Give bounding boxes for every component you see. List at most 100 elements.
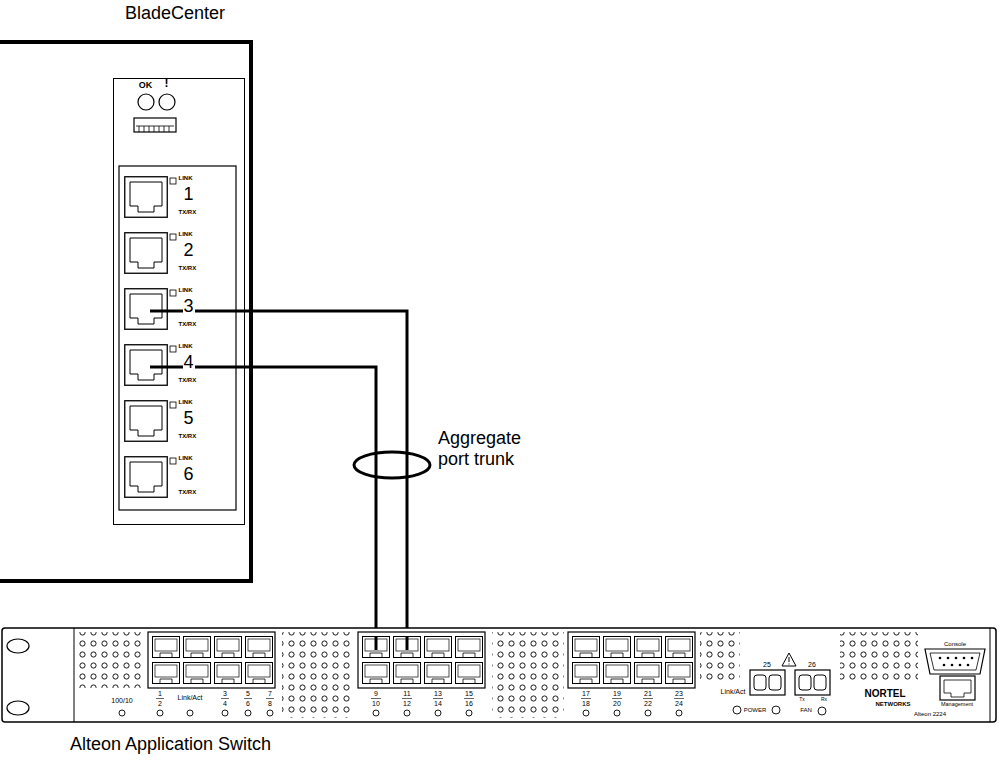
drawing-part (7, 639, 29, 653)
port-label: TX/RX (179, 433, 197, 439)
drawing-part (125, 233, 168, 274)
drawing-part (971, 657, 974, 660)
port-label: LINK (179, 343, 193, 349)
drawing-part (604, 663, 631, 684)
drawing-part (156, 698, 274, 699)
panel-label: 25 (762, 661, 772, 668)
drawing-part (456, 663, 483, 684)
drawing-part (78, 632, 144, 688)
drawing-part (456, 637, 483, 658)
drawing-part (614, 710, 620, 716)
panel-label: NORTEL (863, 689, 906, 699)
drawing-part (358, 632, 485, 688)
drawing-part (170, 346, 176, 352)
warning-symbol (782, 653, 796, 666)
panel-label: NETWORKS (875, 701, 912, 707)
drawing-part (153, 637, 180, 658)
port-label: 5 (183, 409, 195, 427)
panel-label: 13 (433, 690, 443, 697)
panel-label: 6 (245, 700, 251, 707)
port-label: TX/RX (179, 321, 197, 327)
drawing-part (818, 707, 826, 715)
drawing-part (404, 710, 410, 716)
panel-label: Alteon 2224 (913, 711, 947, 717)
drawing-part (604, 637, 631, 658)
drawing-part (814, 675, 826, 690)
drawing-part (394, 637, 421, 658)
drawing-part (363, 637, 390, 658)
module-connector (134, 118, 176, 132)
panel-label: 5 (245, 690, 251, 697)
drawing-part (134, 118, 176, 132)
port-label: OK (139, 81, 153, 90)
drawing-part (246, 663, 273, 684)
module-ports (125, 177, 176, 498)
panel-label: Management (940, 702, 974, 708)
panel-label: 16 (464, 700, 474, 707)
panel-label: 19 (612, 690, 622, 697)
drawing-part (573, 637, 600, 658)
cable-plug (376, 636, 407, 650)
panel-label: Link/Act (177, 694, 204, 701)
drawing-part (406, 636, 409, 650)
drawing-part (74, 628, 990, 722)
drawing-part (157, 710, 163, 716)
module-leds (138, 94, 175, 110)
drawing-part (170, 234, 176, 240)
panel-label: 2 (157, 700, 163, 707)
panel-label: 100/10 (110, 697, 133, 704)
drawing-part (666, 663, 693, 684)
drawing-part (245, 311, 407, 628)
drawing-part (267, 710, 273, 716)
port-label: TX/RX (179, 489, 197, 495)
application-switch: Alteon Application Switch100/1012Link/Ac… (0, 628, 997, 722)
drawing-part (676, 710, 682, 716)
switch-module: OK!LINK1TX/RXLINK2TX/RXLINK3TX/RXLINK4TX… (113, 78, 245, 525)
drawing-part (170, 290, 176, 296)
drawing-part (930, 653, 980, 670)
drawing-part (959, 664, 962, 667)
drawing-part (435, 710, 441, 716)
drawing-part (282, 632, 354, 718)
cable (245, 311, 407, 628)
port-label: ! (165, 77, 169, 89)
panel-label: 15 (464, 690, 474, 697)
port-label: 3 (183, 297, 195, 315)
drawing-part (184, 663, 211, 684)
drawing-part (940, 676, 975, 700)
drawing-part (222, 710, 228, 716)
drawing-part (492, 632, 564, 718)
fault-led (159, 94, 175, 110)
drawing-part (947, 657, 950, 660)
drawing-part (963, 657, 966, 660)
port-label: LINK (179, 399, 193, 405)
panel-label: 9 (373, 690, 379, 697)
drawing-part (153, 663, 180, 684)
blade-chassis: OK!LINK1TX/RXLINK2TX/RXLINK3TX/RXLINK4TX… (0, 40, 253, 583)
drawing-part (184, 637, 211, 658)
drawing-part (772, 706, 780, 714)
panel-label: Link/Act (720, 688, 747, 695)
panel-label: 23 (674, 690, 684, 697)
chassis-outline-path (0, 42, 251, 581)
fiber-ports (750, 670, 830, 695)
drawing-part (967, 664, 970, 667)
port-label: LINK (179, 455, 193, 461)
drawing-part (245, 710, 251, 716)
port-label: 2 (183, 241, 195, 259)
drawing-part (136, 126, 174, 132)
drawing-part (799, 675, 811, 690)
port-label: TX/RX (179, 209, 197, 215)
drawing-part (2, 628, 996, 722)
drawing-part (187, 710, 193, 716)
panel-label: 18 (581, 700, 591, 707)
panel-label: 17 (581, 690, 591, 697)
panel-label: 7 (267, 690, 273, 697)
vent-holes (78, 632, 918, 718)
drawing-part (373, 710, 379, 716)
panel-label: 11 (402, 690, 411, 697)
drawing-part (951, 664, 954, 667)
drawing-part (375, 636, 378, 650)
management-port (940, 676, 975, 700)
